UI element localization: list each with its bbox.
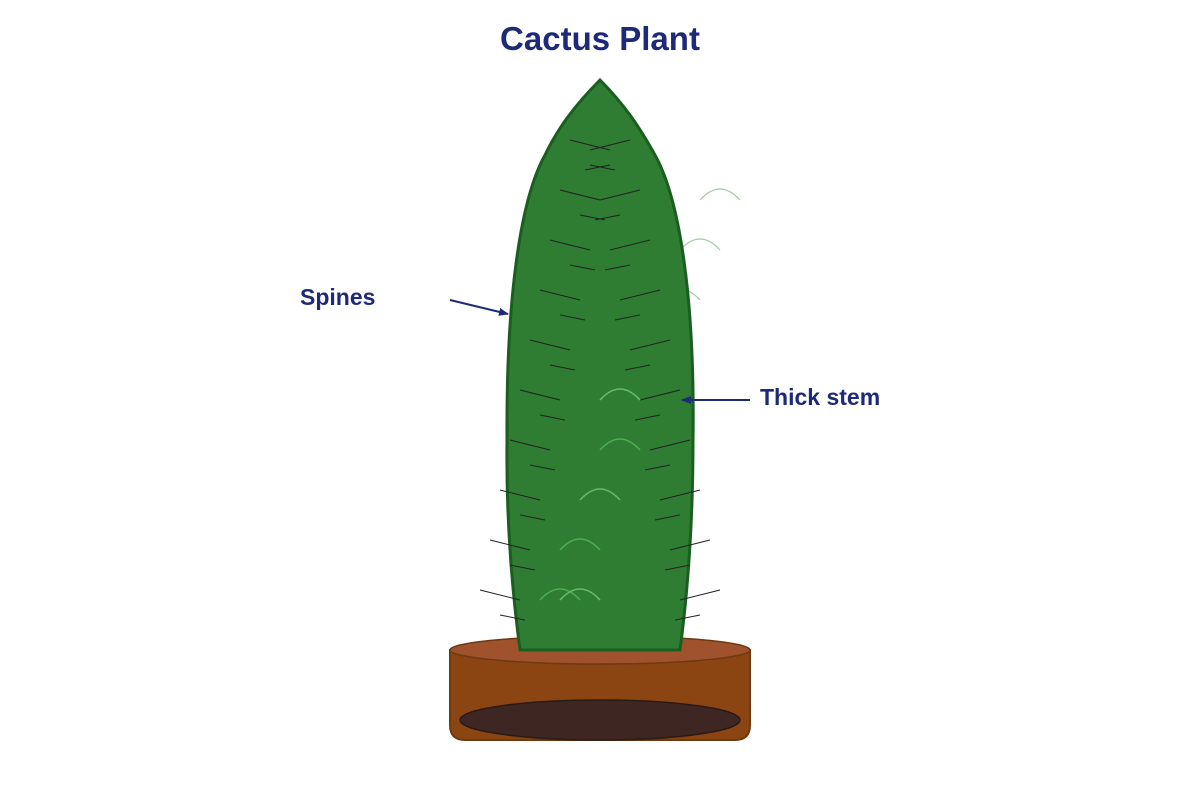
spines-label: Spines bbox=[300, 284, 375, 310]
spine bbox=[629, 339, 671, 351]
spine bbox=[659, 489, 701, 501]
stem-highlights bbox=[539, 388, 641, 601]
highlight-arc bbox=[599, 388, 641, 401]
spine bbox=[559, 189, 601, 201]
spine bbox=[654, 514, 681, 521]
highlight-arc bbox=[539, 588, 581, 601]
spine bbox=[509, 439, 551, 451]
highlight-arc bbox=[579, 488, 621, 501]
spine bbox=[589, 139, 631, 151]
spine bbox=[634, 414, 661, 421]
spine bbox=[589, 164, 616, 171]
spine bbox=[509, 564, 536, 571]
faint-arc bbox=[679, 238, 721, 251]
spine bbox=[549, 239, 591, 251]
highlight-arc bbox=[559, 538, 601, 551]
spine bbox=[639, 389, 681, 401]
spine bbox=[569, 264, 596, 271]
spine bbox=[649, 439, 691, 451]
spine bbox=[489, 539, 531, 551]
spine bbox=[559, 314, 586, 321]
spine bbox=[604, 264, 631, 271]
pot-soil bbox=[459, 699, 741, 741]
spine bbox=[674, 614, 701, 621]
spine bbox=[614, 314, 641, 321]
diagram-title: Cactus Plant bbox=[500, 20, 700, 57]
spine bbox=[519, 514, 546, 521]
thick-stem-callout: Thick stem bbox=[681, 384, 880, 410]
thick-stem-label: Thick stem bbox=[760, 384, 880, 410]
spine bbox=[499, 614, 526, 621]
spine bbox=[539, 289, 581, 301]
spine bbox=[549, 364, 576, 371]
flower-pot bbox=[449, 635, 751, 741]
cactus-stem bbox=[505, 77, 695, 652]
spine bbox=[584, 164, 611, 171]
spine bbox=[644, 464, 671, 471]
spine bbox=[669, 539, 711, 551]
spine bbox=[679, 589, 721, 601]
spines-callout: Spines bbox=[300, 284, 509, 316]
spine bbox=[539, 414, 566, 421]
faint-arc bbox=[699, 188, 741, 201]
spine bbox=[609, 239, 651, 251]
spine bbox=[519, 389, 561, 401]
highlight-arc bbox=[559, 588, 601, 601]
spine bbox=[499, 489, 541, 501]
spine bbox=[529, 339, 571, 351]
spine bbox=[624, 364, 651, 371]
spine bbox=[569, 139, 611, 151]
spines-arrow bbox=[449, 299, 509, 316]
spines-group bbox=[479, 139, 721, 621]
spine bbox=[619, 289, 661, 301]
spine bbox=[529, 464, 556, 471]
spine bbox=[594, 214, 621, 221]
spine bbox=[479, 589, 521, 601]
highlight-arc bbox=[599, 438, 641, 451]
spine bbox=[599, 189, 641, 201]
spine bbox=[664, 564, 691, 571]
